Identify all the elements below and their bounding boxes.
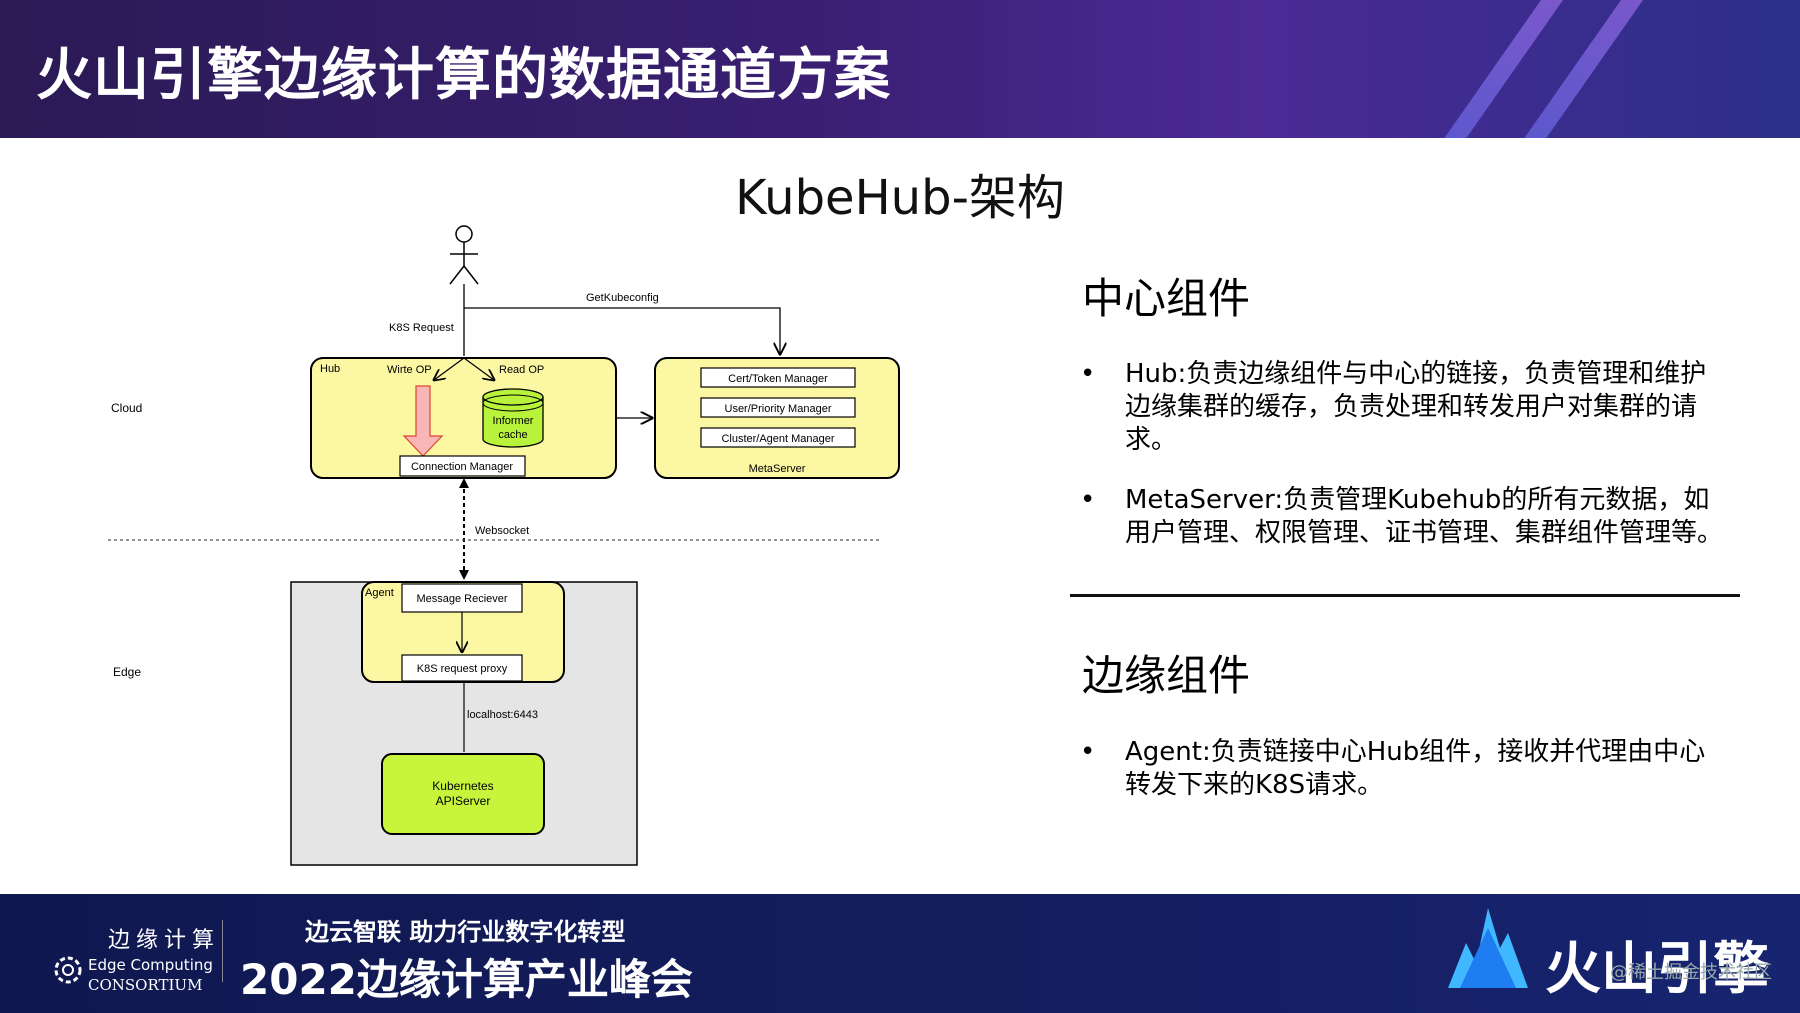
metaserver-box bbox=[654, 357, 900, 479]
brand-name: 火山引擎 bbox=[1545, 937, 1769, 1002]
center-bullet-metaserver: MetaServer:负责管理Kubehub的所有元数据，如用户管理、权限管理、… bbox=[1080, 484, 1725, 550]
read-op-label: Read OP bbox=[499, 364, 544, 376]
svg-text:cache: cache bbox=[498, 429, 527, 441]
slide-title: KubeHub-架构 bbox=[735, 170, 1065, 226]
connection-manager-box bbox=[399, 455, 526, 477]
write-op-arrow bbox=[434, 357, 465, 380]
footer-slogan: 边云智联 助力行业数字化转型 bbox=[305, 918, 626, 946]
user-icon bbox=[449, 225, 479, 285]
metaserver-item-box bbox=[700, 397, 856, 418]
center-bullet-hub: Hub:负责边缘组件与中心的链接，负责管理和维护边缘集群的缓存，负责处理和转发用… bbox=[1080, 358, 1725, 457]
k8s-proxy-label: K8S request proxy bbox=[417, 663, 508, 675]
k8s-request-label: K8S Request bbox=[389, 322, 454, 334]
informer-cache: Informer cache bbox=[482, 388, 544, 448]
apiserver-box bbox=[381, 753, 545, 835]
hub-label: Hub bbox=[320, 363, 340, 375]
agent-label: Agent bbox=[365, 587, 394, 599]
cloud-label: Cloud bbox=[111, 401, 142, 415]
page-title: 火山引擎边缘计算的数据通道方案 bbox=[36, 43, 891, 108]
header-banner: 火山引擎边缘计算的数据通道方案 bbox=[0, 0, 1800, 138]
org-name-en1: Edge Computing bbox=[88, 956, 213, 974]
message-receiver-label: Message Reciever bbox=[416, 593, 507, 605]
write-flow-arrow bbox=[402, 385, 444, 457]
gear-cloud-icon bbox=[54, 956, 82, 984]
localhost-label: localhost:6443 bbox=[467, 709, 538, 721]
watermark-text: @稀土掘金技术社区 bbox=[1610, 962, 1772, 983]
section-divider bbox=[1070, 594, 1740, 597]
org-name-cn: 边缘计算 bbox=[108, 928, 221, 953]
architecture-diagram: Cloud Edge K8S Request GetKubeconfig Hub… bbox=[108, 225, 900, 866]
metaserver-item-label: Cert/Token Manager bbox=[728, 373, 828, 385]
metaserver-label: MetaServer bbox=[749, 463, 806, 475]
k8s-proxy-box bbox=[401, 654, 523, 682]
svg-text:Informer: Informer bbox=[493, 415, 534, 427]
metaserver-item-label: User/Priority Manager bbox=[725, 403, 832, 415]
footer-banner: 边缘计算 Edge Computing CONSORTIUM 边云智联 助力行业… bbox=[0, 894, 1800, 1013]
metaserver-item-label: Cluster/Agent Manager bbox=[721, 433, 834, 445]
org-name-en2: CONSORTIUM bbox=[88, 976, 203, 994]
write-op-label: Wirte OP bbox=[387, 364, 432, 376]
connection-manager-label: Connection Manager bbox=[411, 461, 513, 473]
getkubeconfig-label: GetKubeconfig bbox=[586, 292, 659, 304]
footer-summit: 2022边缘计算产业峰会 bbox=[240, 955, 693, 1004]
metaserver-item-box bbox=[700, 367, 856, 388]
apiserver-label-1: Kubernetes bbox=[432, 779, 493, 793]
volcano-logo-icon bbox=[1448, 908, 1528, 988]
metaserver-item-box bbox=[700, 427, 856, 448]
websocket-label: Websocket bbox=[475, 525, 529, 537]
edge-heading: 边缘组件 bbox=[1082, 651, 1251, 700]
edge-label: Edge bbox=[113, 665, 141, 679]
footer-separator bbox=[222, 920, 223, 982]
apiserver-label-2: APIServer bbox=[436, 794, 491, 808]
center-heading: 中心组件 bbox=[1082, 274, 1251, 323]
edge-bullet-agent: Agent:负责链接中心Hub组件，接收并代理由中心转发下来的K8S请求。 bbox=[1080, 736, 1725, 802]
getkubeconfig-line bbox=[464, 307, 780, 354]
read-op-arrow bbox=[463, 357, 494, 380]
